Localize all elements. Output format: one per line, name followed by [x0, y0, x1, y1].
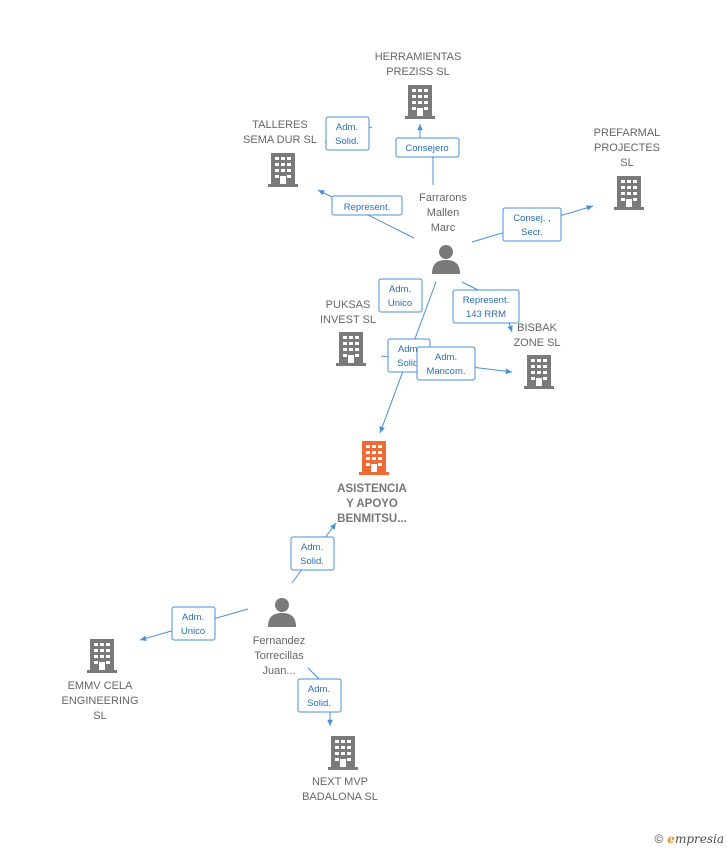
building-icon — [268, 153, 298, 187]
brand-logo: empresia — [667, 832, 724, 846]
node-label: Marc — [431, 222, 456, 234]
edge-label-box — [325, 116, 370, 151]
edge-label: Secr. — [521, 227, 543, 238]
edge-represent-talleres[interactable]: Represent. — [317, 189, 415, 239]
node-puksas[interactable]: PUKSAS INVEST SL — [320, 299, 376, 366]
building-icon — [405, 85, 435, 119]
node-label: SL — [93, 710, 106, 722]
node-label: BADALONA SL — [302, 791, 378, 803]
edge-label: Solid. — [335, 136, 359, 147]
edge-adm-solid-nextmvp[interactable]: Adm. Solid. — [297, 667, 342, 726]
edge-label: Solid. — [307, 698, 331, 709]
node-label: TALLERES — [252, 119, 307, 131]
brand-name: mpresia — [674, 832, 724, 846]
building-icon — [359, 441, 389, 475]
node-label: Juan... — [262, 665, 295, 677]
node-label: PROJECTES — [594, 142, 660, 154]
edge-label-box — [378, 278, 423, 313]
footer-brand: © empresia — [654, 832, 724, 846]
node-asistencia[interactable]: ASISTENCIA Y APOYO BENMITSU... — [337, 441, 407, 525]
node-label: HERRAMIENTAS — [375, 51, 462, 63]
edge-represent-bisbak[interactable]: Represent. 143 RRM — [452, 281, 520, 333]
node-label: BISBAK — [517, 322, 557, 334]
building-icon — [336, 332, 366, 366]
node-label: PREFARMAL — [594, 127, 661, 139]
node-talleres[interactable]: TALLERES SEMA DUR SL — [243, 119, 317, 187]
edge-label-box — [395, 137, 460, 158]
node-label: Torrecillas — [254, 650, 304, 662]
edge-consej-secr[interactable]: Consej. , Secr. — [471, 205, 594, 243]
edge-consejero[interactable]: Consejero — [395, 124, 460, 185]
edge-label: Represent. — [344, 202, 390, 213]
node-label: Mallen — [427, 207, 459, 219]
edge-label: Unico — [388, 298, 412, 309]
building-icon — [614, 176, 644, 210]
edge-label: Consej. , — [513, 213, 551, 224]
node-emmv[interactable]: EMMV CELA ENGINEERING SL — [61, 639, 139, 722]
edge-label: Adm. — [336, 122, 358, 133]
edge-adm-solid-asistencia[interactable]: Adm. Solid. — [290, 522, 337, 584]
nodes-layer: HERRAMIENTAS PREZISS SL TALLERES SEMA DU… — [61, 51, 660, 803]
edge-label: Unico — [181, 626, 205, 637]
edge-label: Adm. — [308, 684, 330, 695]
edge-label: Solid. — [397, 358, 421, 369]
node-label: EMMV CELA — [68, 680, 133, 692]
edge-label-box — [331, 195, 403, 216]
node-label: BENMITSU... — [337, 513, 407, 525]
building-icon — [328, 736, 358, 770]
node-label: Y APOYO — [346, 498, 398, 510]
edge-label-box — [502, 207, 562, 242]
person-icon — [268, 598, 296, 627]
edge-label: Solid. — [300, 556, 324, 567]
node-label: Fernandez — [253, 635, 306, 647]
edge-label-box — [171, 606, 216, 641]
edge-label-box — [452, 289, 520, 324]
node-label: PUKSAS — [326, 299, 371, 311]
copyright-icon: © — [654, 832, 664, 846]
edge-adm-unico-emmv[interactable]: Adm. Unico — [139, 606, 249, 641]
node-label: SEMA DUR SL — [243, 134, 317, 146]
brand-initial: e — [667, 832, 675, 846]
node-label: NEXT MVP — [312, 776, 368, 788]
edge-label: Adm. — [301, 542, 323, 553]
building-icon — [524, 355, 554, 389]
node-label: ENGINEERING — [61, 695, 138, 707]
node-herramientas[interactable]: HERRAMIENTAS PREZISS SL — [375, 51, 462, 119]
edge-adm-mancom[interactable]: Adm. Mancom. — [416, 346, 476, 381]
edges-layer: Consejero Adm. Solid. Represent. Consej.… — [139, 116, 594, 726]
edge-label: Adm. — [435, 352, 457, 363]
node-label: PREZISS SL — [386, 66, 450, 78]
node-prefarmal[interactable]: PREFARMAL PROJECTES SL — [594, 127, 661, 210]
node-bisbak[interactable]: BISBAK ZONE SL — [513, 322, 561, 389]
edge-label-box — [416, 346, 476, 381]
node-label: SL — [620, 157, 633, 169]
person-icon — [432, 245, 460, 274]
edge-label-box — [297, 678, 342, 713]
edge-adm-solid-talleres[interactable]: Adm. Solid. — [324, 116, 373, 151]
node-label: ASISTENCIA — [337, 483, 407, 495]
edge-label-box — [290, 536, 335, 571]
edge-label: Adm. — [398, 344, 420, 355]
node-nextmvp[interactable]: NEXT MVP BADALONA SL — [302, 736, 378, 803]
node-label: ZONE SL — [513, 337, 560, 349]
node-farrarons[interactable]: Farrarons Mallen Marc — [419, 192, 467, 274]
edge-label: 143 RRM — [466, 309, 506, 320]
building-icon — [87, 639, 117, 673]
edge-label: Adm. — [389, 284, 411, 295]
node-fernandez[interactable]: Fernandez Torrecillas Juan... — [253, 598, 306, 677]
node-label: Farrarons — [419, 192, 467, 204]
edge-label: Consejero — [405, 143, 448, 154]
edge-label: Adm. — [182, 612, 204, 623]
edge-label: Represent. — [463, 295, 509, 306]
edge-label: Mancom. — [426, 366, 465, 377]
node-label: INVEST SL — [320, 314, 376, 326]
